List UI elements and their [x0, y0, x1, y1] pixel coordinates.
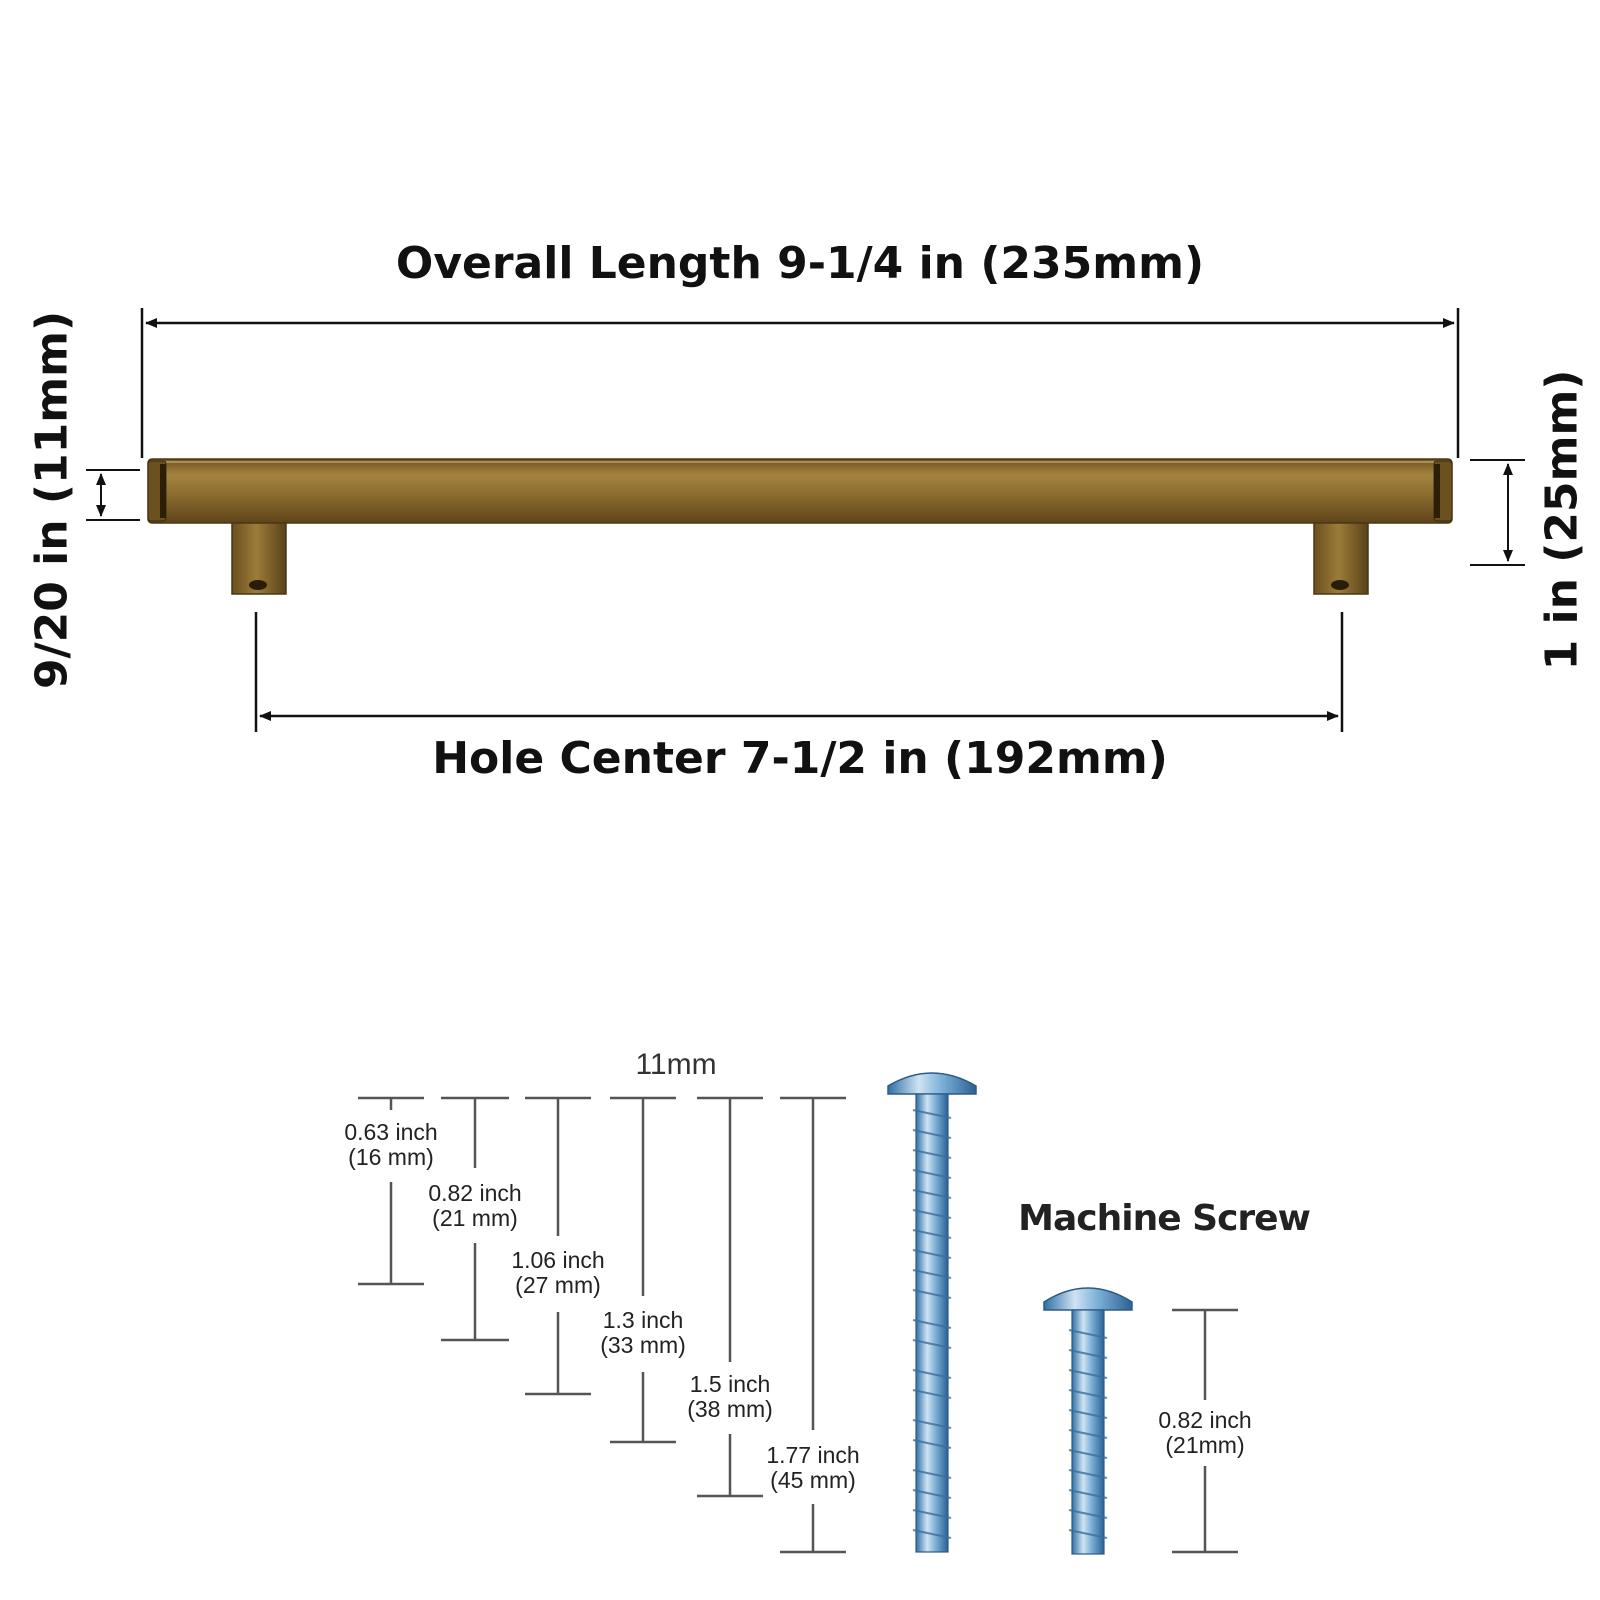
hole-center-dimension: [254, 612, 1344, 732]
short-screw-image: [1043, 1287, 1133, 1555]
overall-length-label: Overall Length 9-1/4 in (235mm): [395, 238, 1205, 289]
screw-length-scale: [358, 1096, 846, 1554]
overall-length-dimension: [140, 308, 1460, 458]
machine-screw-title: Machine Screw: [1018, 1198, 1311, 1239]
projection-label: 1 in (25mm): [1536, 369, 1588, 671]
bar-thickness-dimension: [86, 469, 140, 521]
screw-length-label-2: 0.82 inch(21 mm): [428, 1180, 522, 1231]
screw-length-label-3: 1.06 inch(27 mm): [511, 1247, 605, 1298]
screw-length-label-5: 1.5 inch(38 mm): [687, 1371, 773, 1422]
short-screw-dimension: [1172, 1308, 1238, 1554]
handle-bar: [147, 458, 1453, 524]
short-screw-length-label: 0.82 inch(21mm): [1158, 1407, 1252, 1458]
hole-center-label: Hole Center 7-1/2 in (192mm): [432, 733, 1168, 784]
screw-length-label-6: 1.77 inch(45 mm): [766, 1442, 860, 1493]
projection-dimension: [1470, 459, 1525, 566]
screw-diameter-label: 11mm: [635, 1048, 717, 1081]
long-screw-image: [887, 1072, 977, 1553]
screw-length-label-4: 1.3 inch(33 mm): [600, 1307, 686, 1358]
bar-thickness-label: 9/20 in (11mm): [26, 310, 78, 690]
screw-length-label-1: 0.63 inch(16 mm): [344, 1119, 438, 1170]
